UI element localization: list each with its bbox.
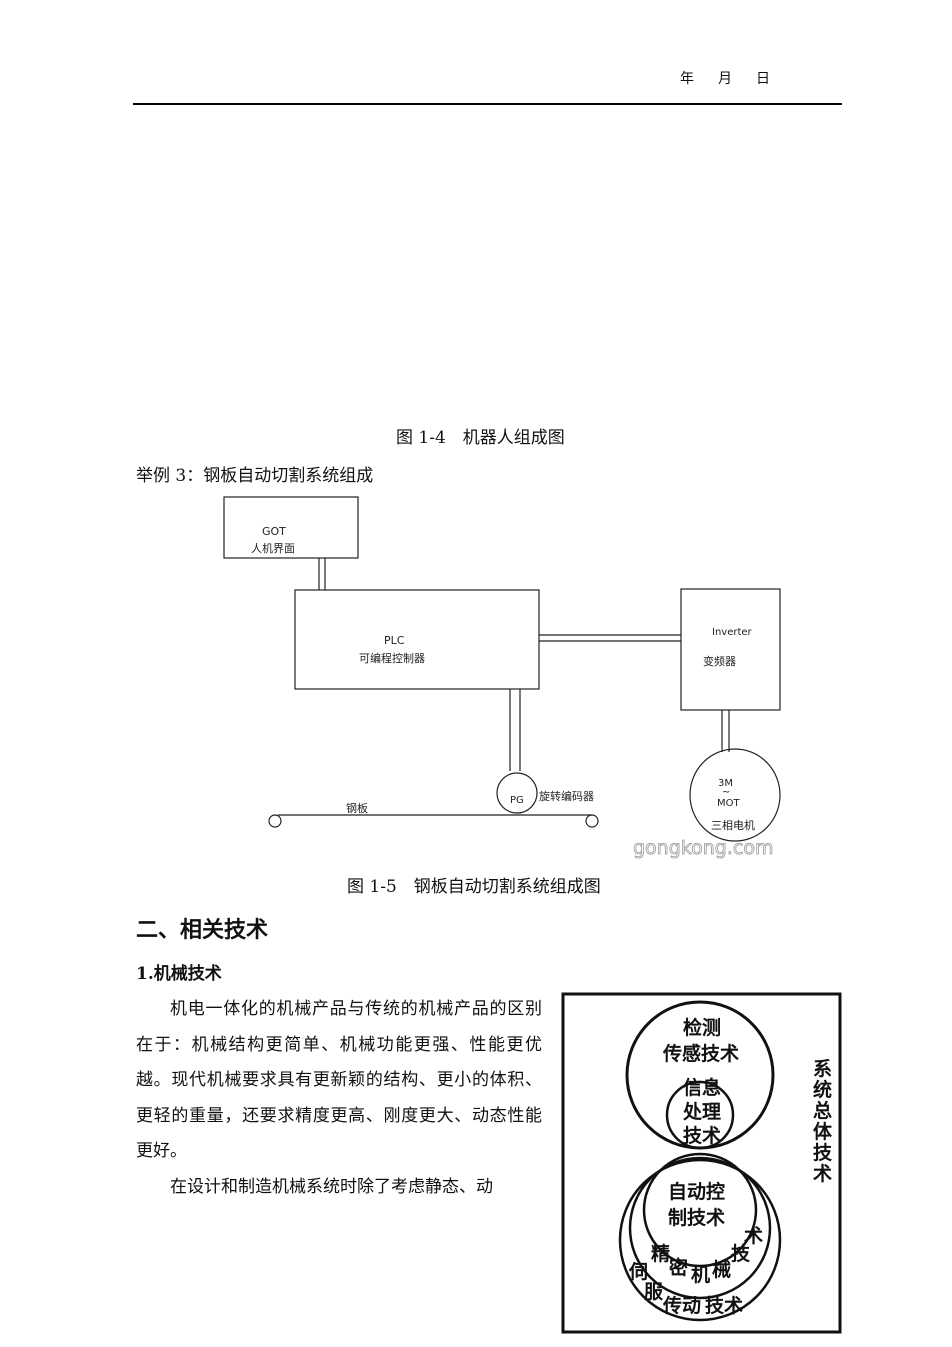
header-rule xyxy=(133,103,842,105)
precision-label-5: 技 xyxy=(731,1242,751,1265)
plc-box xyxy=(294,589,540,690)
inverter-label: Inverter xyxy=(712,627,753,638)
figure-1-4-caption: 图 1-4 机器人组成图 xyxy=(396,428,565,448)
motor-label-3: MOT xyxy=(717,798,740,809)
paragraph: 机电一体化的机械产品与传统的机械产品的区别在于：机械结构更简单、机械功能更强、性… xyxy=(136,999,542,1161)
got-box xyxy=(223,496,359,559)
control-label-2: 制技术 xyxy=(668,1206,725,1229)
plc-sub-label: 可编程控制器 xyxy=(359,651,425,665)
system-label-2: 统 xyxy=(813,1078,832,1101)
control-circle xyxy=(642,1152,758,1268)
servo-label-3: 传动 xyxy=(662,1294,701,1317)
header-day: 日 xyxy=(756,71,772,87)
section-heading: 二、相关技术 xyxy=(136,917,269,943)
plate-label: 钢板 xyxy=(346,801,368,815)
info-label-3: 技术 xyxy=(683,1124,721,1147)
system-label-6: 术 xyxy=(813,1163,832,1185)
header-month: 月 xyxy=(718,71,734,87)
precision-circle xyxy=(628,1156,772,1300)
plc-label: PLC xyxy=(384,634,405,647)
encoder-label: 旋转编码器 xyxy=(539,789,594,803)
paragraph: 在设计和制造机械系统时除了考虑静态、动 xyxy=(170,1176,493,1197)
info-label-2: 处理 xyxy=(682,1100,721,1123)
technology-figure: 检测 传感技术 信息 处理 技术 自动控 制技术 系 统 总 体 技 术 精 密… xyxy=(561,992,842,1334)
got-label: GOT xyxy=(262,525,286,538)
motor-label-4: 三相电机 xyxy=(711,818,755,832)
precision-label-4: 械 xyxy=(712,1258,731,1281)
system-label-5: 技 xyxy=(813,1141,833,1164)
three-phase-motor xyxy=(689,748,781,842)
header-year: 年 xyxy=(680,71,696,87)
sensing-label-1: 检测 xyxy=(683,1016,721,1039)
servo-label-2: 服 xyxy=(644,1281,664,1303)
precision-label-1: 精 xyxy=(651,1242,670,1265)
servo-label-4: 技术 xyxy=(705,1294,743,1317)
info-label-1: 信息 xyxy=(683,1076,721,1099)
motor-label-1: 3M xyxy=(718,778,733,789)
cutting-system-diagram: GOT 人机界面 PLC 可编程控制器 Inverter 变频器 PG 旋转编码… xyxy=(223,496,781,859)
figure-1-5-caption: 图 1-5 钢板自动切割系统组成图 xyxy=(347,877,601,897)
precision-label-6: 术 xyxy=(744,1225,763,1247)
example-title: 举例 3：钢板自动切割系统组成 xyxy=(136,466,374,486)
body-text: 机电一体化的机械产品与传统的机械产品的区别在于：机械结构更简单、机械功能更强、性… xyxy=(136,992,542,1205)
control-label-1: 自动控 xyxy=(668,1180,725,1203)
precision-label-2: 密 xyxy=(669,1256,688,1279)
motor-label-2: ~ xyxy=(722,787,730,798)
watermark: gongkong.com xyxy=(633,837,773,859)
info-circle xyxy=(665,1080,735,1150)
got-sub-label: 人机界面 xyxy=(251,541,295,555)
pg-encoder xyxy=(496,772,538,814)
figure-frame xyxy=(561,992,842,1334)
precision-label-3: 机 xyxy=(691,1264,710,1286)
inverter-box xyxy=(680,588,781,711)
system-label-4: 体 xyxy=(813,1120,833,1143)
header-date: 年月日 xyxy=(680,68,794,88)
inverter-sub-label: 变频器 xyxy=(703,654,736,668)
system-label-3: 总 xyxy=(813,1099,832,1122)
servo-circle xyxy=(618,1158,782,1322)
system-label-1: 系 xyxy=(813,1058,832,1080)
subsection-heading: 1.机械技术 xyxy=(136,964,222,984)
pg-label: PG xyxy=(510,795,524,806)
sensing-label-2: 传感技术 xyxy=(662,1042,739,1065)
servo-label-1: 伺 xyxy=(628,1261,648,1283)
